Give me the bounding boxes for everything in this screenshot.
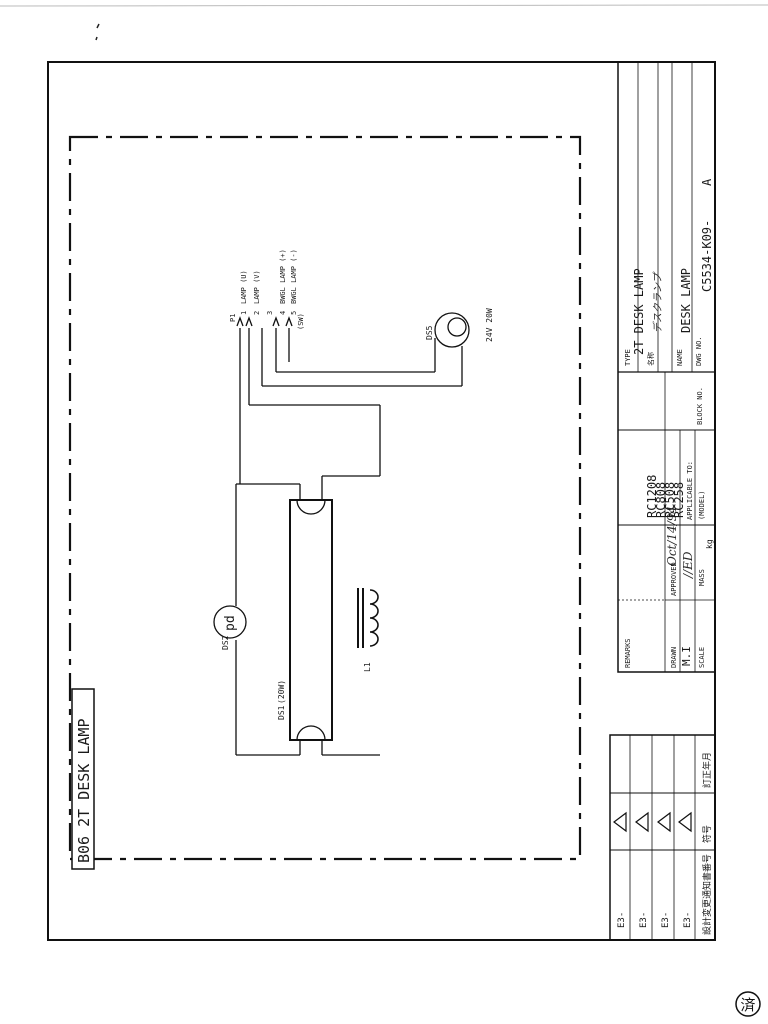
rev-row-3: E3- <box>661 912 671 928</box>
name-label: NAME <box>676 349 684 366</box>
revision-table <box>609 734 716 941</box>
applicable-label: APPLICABLE TO: <box>686 461 694 520</box>
ds2-ref: DS2 <box>221 635 230 650</box>
rev-header-notice: 設計変更通知書番号 <box>701 854 713 935</box>
pin-2-num: 2 <box>253 311 261 315</box>
ds1-rating: (20W) <box>277 680 286 704</box>
scale-label: SCALE <box>698 647 706 668</box>
component-labels: DS5 24V 20W DS1 (20W) DS2 pd L1 <box>221 308 494 720</box>
model-2: RC808 <box>654 482 668 518</box>
ds5-lamp-symbol <box>434 312 470 348</box>
revision-labels: E3- E3- E3- E3- 設計変更通知書番号 符号 訂正年月 <box>617 752 713 935</box>
pin-1-num: 1 <box>240 311 248 315</box>
pin-1-label: LAMP (U) <box>240 270 248 304</box>
pin-5-label: BWGL LAMP (-) <box>290 249 298 304</box>
ds5-ref: DS5 <box>425 325 434 340</box>
ds1-ref: DS1 <box>277 705 286 720</box>
schematic <box>213 312 470 756</box>
drawn-label: DRAWN <box>670 647 678 668</box>
mass-unit: kg <box>705 539 714 549</box>
approved-label: APPROVED <box>670 562 678 596</box>
pin-4-label: BWGL LAMP (+) <box>279 249 287 304</box>
connector-labels: P1 1 LAMP (U) 2 LAMP (V) 3 4 BWGL LAMP (… <box>229 249 305 330</box>
l1-ref: L1 <box>363 662 372 672</box>
title-block <box>617 61 716 673</box>
remarks-label: REMARKS <box>624 638 632 668</box>
stamp-glyph: 済 <box>740 996 755 1014</box>
type-label: TYPE <box>624 349 632 366</box>
ds1-tube-symbol <box>289 499 333 741</box>
name-jp-label: 名称 <box>646 352 655 366</box>
dwg-no-value: C5534-K09- <box>700 220 714 292</box>
mass-label: MASS <box>698 569 706 586</box>
block-no-label: BLOCK NO. <box>696 387 704 425</box>
dwg-no-label: DWG NO. <box>695 336 703 366</box>
approved-signature: //ED <box>681 551 695 579</box>
ds2-symbol <box>213 605 247 639</box>
pin-2-label: LAMP (V) <box>253 270 261 304</box>
connector-note: (SW) <box>297 313 305 330</box>
title-block-labels: REMARKS DRAWN M.I SCALE APPROVED Oct/14/… <box>624 178 714 668</box>
pin-3-num: 3 <box>266 311 274 315</box>
model-4: RC258 <box>672 482 686 518</box>
revision-triangle-icons <box>613 811 692 833</box>
rev-row-2: E3- <box>639 912 649 928</box>
rev-row-4: E3- <box>683 912 693 928</box>
ds2-symbol-text: pd <box>223 615 238 631</box>
model-label: (MODEL) <box>698 490 706 520</box>
connector-ref: P1 <box>229 314 237 322</box>
frame-title: B06 2T DESK LAMP <box>75 719 93 864</box>
frame-title-box: B06 2T DESK LAMP <box>71 688 95 870</box>
rev-row-1: E3- <box>617 912 627 928</box>
rev-header-date: 訂正年月 <box>701 752 713 788</box>
rev-header-symbol: 符号 <box>701 825 713 843</box>
l1-coil-symbol <box>369 589 379 647</box>
outer-border <box>47 61 716 941</box>
pin-5-num: 5 <box>290 311 298 315</box>
pin-4-num: 4 <box>279 311 287 315</box>
name-value: DESK LAMP <box>679 268 693 333</box>
drawn-value: M.I <box>680 646 693 666</box>
pin-arrows <box>236 316 293 327</box>
diagram-frame <box>68 135 582 861</box>
approved-date: Oct/14/94 <box>665 506 679 566</box>
ds5-rating: 24V 20W <box>485 308 494 342</box>
type-value: 2T DESK LAMP <box>632 268 646 355</box>
dwg-revision: A <box>700 178 714 186</box>
approval-stamp: 済 <box>735 991 761 1017</box>
model-1: RC1208 <box>645 475 659 518</box>
scan-speck <box>95 23 100 41</box>
scan-edge <box>0 4 768 7</box>
name-jp-value: デスクランプ <box>652 271 664 333</box>
model-3: RC508 <box>663 482 677 518</box>
